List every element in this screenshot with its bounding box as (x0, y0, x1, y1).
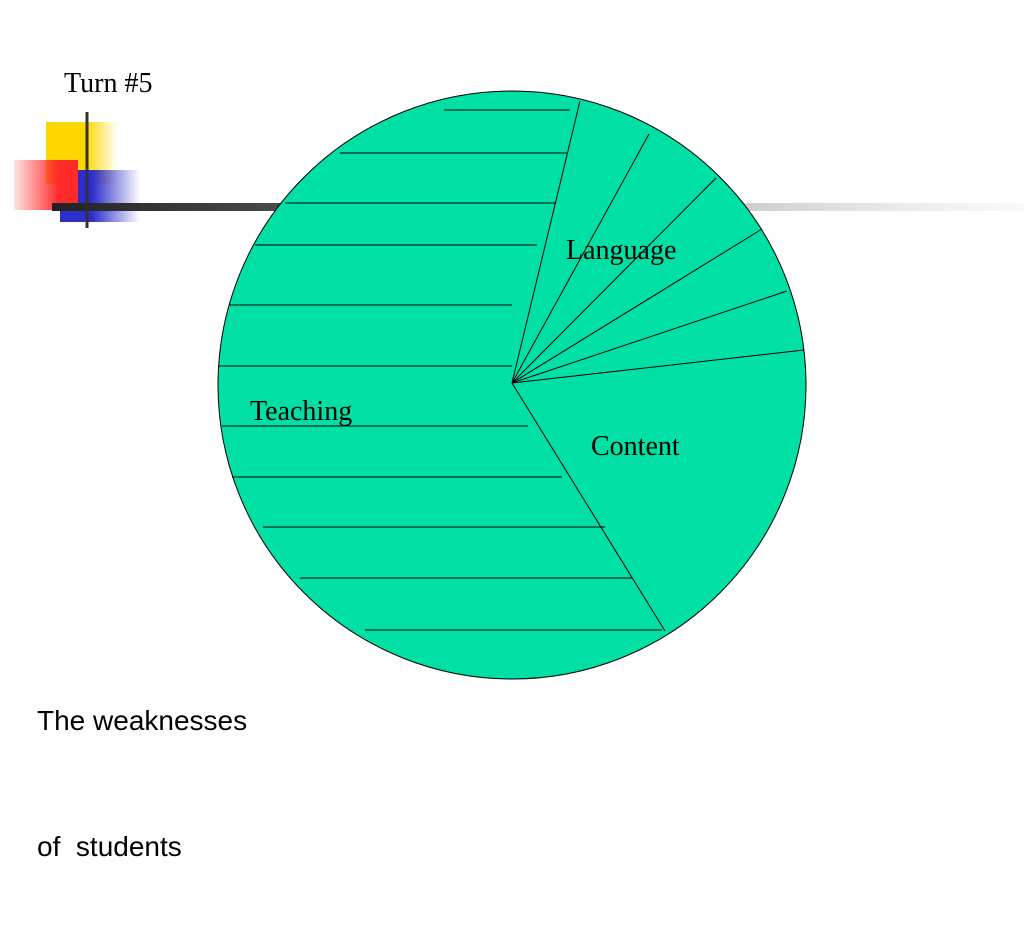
segment-label-teaching: Teaching (250, 396, 352, 427)
caption-line-2: of students (37, 831, 182, 862)
caption: The weaknesses of students (37, 616, 247, 952)
segment-boundaries (511, 100, 805, 632)
boundary-teaching-language (511, 100, 581, 384)
pie-circle (217, 90, 807, 680)
red-square (14, 160, 78, 210)
boundary-teaching-content (511, 382, 666, 632)
boundary-language-content (511, 349, 805, 384)
teaching-hatching (219, 109, 662, 631)
language-spokes (511, 133, 788, 384)
segment-label-language: Language (566, 235, 676, 266)
slide-graphics: Teaching Language Content (14, 90, 1024, 680)
logo-decoration (14, 112, 140, 228)
segment-label-content: Content (591, 431, 680, 462)
slide: Teaching Language Content Turn #5 The we… (14, 68, 1024, 862)
pie-diagram: Teaching Language Content (217, 90, 807, 680)
caption-line-1: The weaknesses (37, 705, 248, 736)
turn-label: Turn #5 (64, 68, 153, 99)
